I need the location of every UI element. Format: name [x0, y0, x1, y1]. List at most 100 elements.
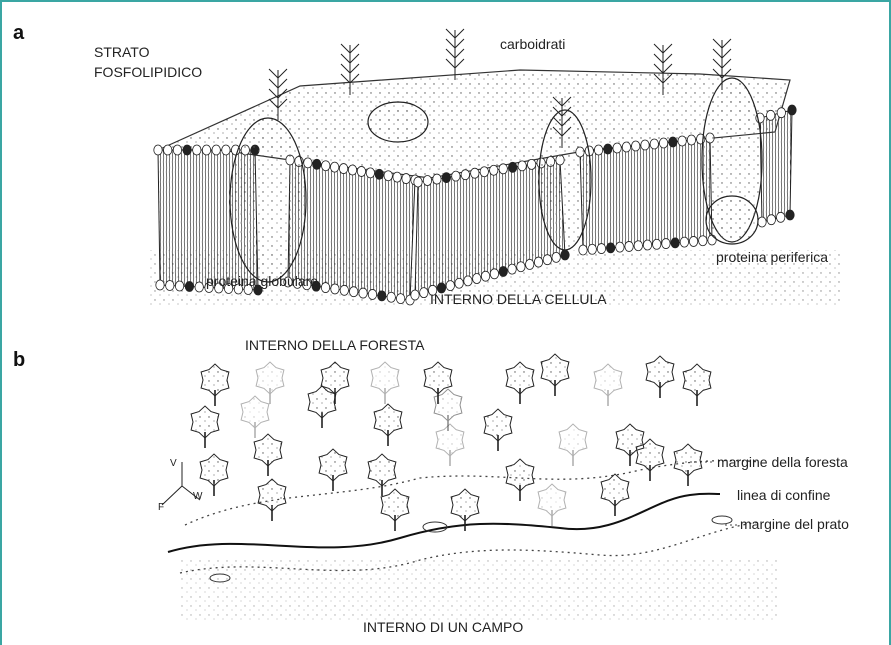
- lipid-head: [423, 176, 431, 186]
- lipid-head: [669, 137, 677, 147]
- tree: [636, 439, 664, 481]
- lipid-head: [678, 136, 686, 146]
- tree: [368, 454, 396, 496]
- tree: [559, 424, 587, 466]
- label-carboidrati: carboidrati: [500, 36, 565, 52]
- tree: [201, 364, 229, 406]
- lipid-head: [604, 144, 612, 154]
- lipid-head: [222, 145, 230, 155]
- lipid-head: [687, 135, 695, 145]
- tree: [506, 362, 534, 404]
- lipid-head: [490, 269, 498, 279]
- tree: [319, 449, 347, 491]
- lipid-head: [632, 141, 640, 151]
- lipid-head: [340, 285, 348, 295]
- lipid-head: [464, 276, 472, 286]
- lipid-head: [579, 245, 587, 255]
- panel-b-letter: b: [13, 349, 25, 372]
- carbohydrate-chain: [446, 29, 464, 80]
- lipid-head: [517, 262, 525, 272]
- lipid-head: [183, 145, 191, 155]
- tree: [674, 444, 702, 486]
- lipid-head: [634, 241, 642, 251]
- lipid-head: [480, 167, 488, 177]
- tree: [506, 459, 534, 501]
- lipid-head: [402, 174, 410, 184]
- tree: [436, 424, 464, 466]
- lipid-head: [166, 281, 174, 291]
- lipid-head: [387, 292, 395, 302]
- label-interno-cellula: INTERNO DELLA CELLULA: [430, 291, 607, 307]
- lipid-head: [473, 274, 481, 284]
- lipid-head: [396, 294, 404, 304]
- label-interno-campo: INTERNO DI UN CAMPO: [363, 619, 523, 635]
- lipid-head: [313, 159, 321, 169]
- lipid-head: [699, 236, 707, 246]
- transmembrane-protein: [539, 110, 591, 250]
- lipid-head: [786, 210, 794, 220]
- lipid-head: [330, 162, 338, 172]
- tree: [594, 364, 622, 406]
- lipid-head: [659, 138, 667, 148]
- lipid-head: [378, 291, 386, 301]
- lipid-head: [622, 142, 630, 152]
- label-interno-foresta: INTERNO DELLA FORESTA: [245, 337, 424, 353]
- pond-shape-right: [712, 516, 732, 524]
- lipid-head: [526, 259, 534, 269]
- boundary-line: [168, 494, 720, 552]
- lipid-head: [508, 162, 516, 172]
- lipid-head: [499, 164, 507, 174]
- lipid-head: [499, 266, 507, 276]
- axis-label-v: V: [170, 458, 177, 469]
- tree: [191, 406, 219, 448]
- peripheral-protein: [706, 196, 758, 244]
- lipid-head: [650, 139, 658, 149]
- lipid-head: [321, 283, 329, 293]
- axis-label-f: F: [158, 502, 164, 513]
- lipid-head: [339, 164, 347, 174]
- tree: [200, 454, 228, 496]
- lipid-head: [641, 140, 649, 150]
- lipid-head: [442, 173, 450, 183]
- lipid-head: [671, 238, 679, 248]
- lipid-head: [212, 145, 220, 155]
- lipid-head: [304, 158, 312, 168]
- lipid-head: [156, 280, 164, 290]
- label-strato-line1: STRATO: [94, 44, 150, 60]
- tree: [374, 404, 402, 446]
- tree: [256, 362, 284, 404]
- lipid-head: [543, 255, 551, 265]
- forest-trees: [191, 354, 711, 531]
- tree: [241, 396, 269, 438]
- lipid-head: [777, 108, 785, 118]
- lipid-head: [349, 287, 357, 297]
- lipid-head: [185, 282, 193, 292]
- label-proteina-periferica: proteina periferica: [716, 249, 828, 265]
- lipid-head: [164, 145, 172, 155]
- lipid-head: [384, 171, 392, 181]
- lipid-head: [758, 217, 766, 227]
- label-proteina-globulare: proteina globulare: [206, 273, 318, 289]
- lipid-head: [175, 281, 183, 291]
- lipid-head: [643, 240, 651, 250]
- lipid-head: [561, 250, 569, 260]
- lipid-head: [357, 166, 365, 176]
- label-linea-confine: linea di confine: [737, 487, 830, 503]
- lipid-head: [455, 278, 463, 288]
- lipid-head: [518, 161, 526, 171]
- tree: [254, 434, 282, 476]
- axis-label-w: W: [193, 491, 202, 502]
- lipid-head: [680, 237, 688, 247]
- lipid-head: [552, 252, 560, 262]
- lipid-head: [662, 239, 670, 249]
- label-margine-prato: margine del prato: [740, 516, 849, 532]
- tree: [308, 386, 336, 428]
- lipid-head: [616, 242, 624, 252]
- lipid-head: [420, 288, 428, 298]
- lipid-head: [481, 271, 489, 281]
- lipid-head: [411, 290, 419, 300]
- lipid-head: [173, 145, 181, 155]
- lipid-head: [348, 165, 356, 175]
- lipid-head: [527, 159, 535, 169]
